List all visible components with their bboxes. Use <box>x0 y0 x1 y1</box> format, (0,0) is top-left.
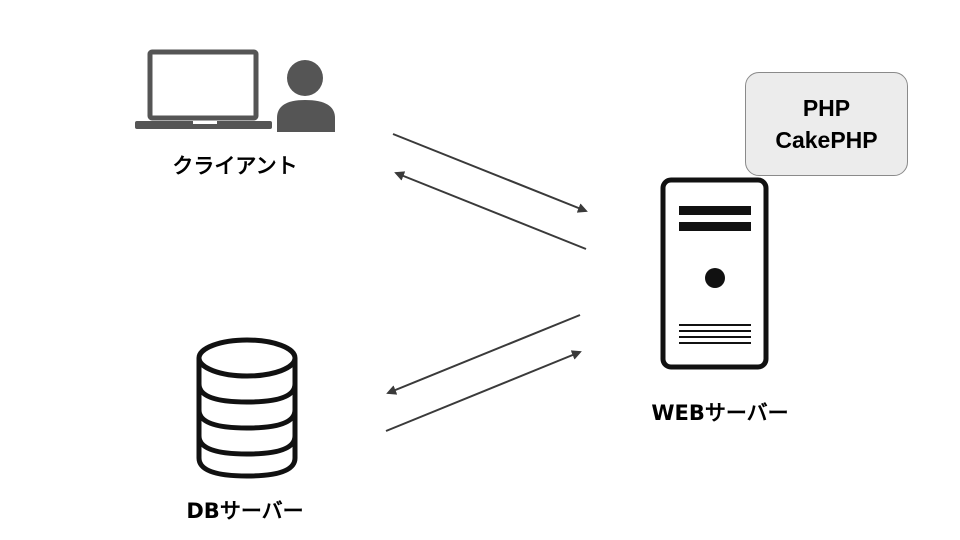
laptop-icon <box>135 49 272 129</box>
server-tower-icon <box>660 177 769 370</box>
arrow-web-to-client <box>394 171 587 250</box>
web-server-label: WEBサーバー <box>651 401 789 425</box>
arrow-web-to-db <box>386 314 581 395</box>
database-icon <box>196 337 298 479</box>
db-server-label: DBサーバー <box>186 499 304 523</box>
tech-stack-box: PHP CakePHP <box>745 72 908 176</box>
tech-php: PHP <box>802 95 851 121</box>
tech-cakephp: CakePHP <box>775 127 878 153</box>
person-icon <box>277 60 335 132</box>
client-label: クライアント <box>172 154 298 178</box>
arrow-db-to-web <box>385 350 582 432</box>
arrow-client-to-web <box>392 133 588 213</box>
